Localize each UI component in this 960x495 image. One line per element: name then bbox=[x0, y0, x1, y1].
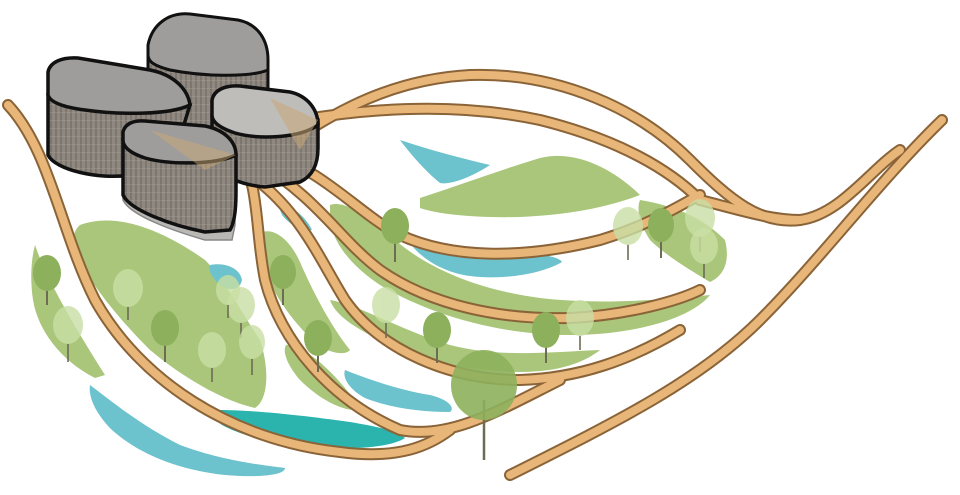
tree bbox=[151, 310, 179, 362]
pond bbox=[400, 140, 490, 184]
lawn-bed bbox=[330, 204, 710, 335]
tree-pale bbox=[216, 275, 240, 318]
walkway bbox=[506, 116, 946, 479]
tree bbox=[381, 208, 409, 262]
tree-pale bbox=[372, 287, 400, 338]
walkway bbox=[296, 104, 704, 204]
walkway bbox=[246, 171, 684, 384]
walkway bbox=[696, 146, 904, 224]
tree-pale bbox=[690, 228, 718, 278]
tree-pale bbox=[613, 207, 643, 260]
pond bbox=[89, 385, 286, 477]
tree-pale bbox=[113, 269, 143, 320]
walkway bbox=[251, 156, 704, 323]
tree bbox=[33, 255, 61, 305]
tree bbox=[423, 312, 451, 363]
tree-pale bbox=[239, 325, 265, 375]
tree bbox=[532, 312, 560, 363]
tree-pale bbox=[53, 306, 83, 362]
buildings bbox=[46, 12, 320, 241]
pond bbox=[344, 370, 452, 412]
building bbox=[210, 84, 320, 189]
building bbox=[121, 119, 238, 241]
tree bbox=[648, 208, 674, 258]
lawn-bed bbox=[330, 300, 600, 372]
tree-pale bbox=[198, 332, 226, 382]
lawn-bed bbox=[420, 155, 640, 218]
walkway bbox=[4, 101, 454, 459]
tree bbox=[304, 320, 332, 372]
tree-large bbox=[451, 350, 517, 460]
trees bbox=[33, 199, 718, 460]
tree-pale bbox=[566, 300, 594, 350]
tree bbox=[270, 255, 296, 305]
